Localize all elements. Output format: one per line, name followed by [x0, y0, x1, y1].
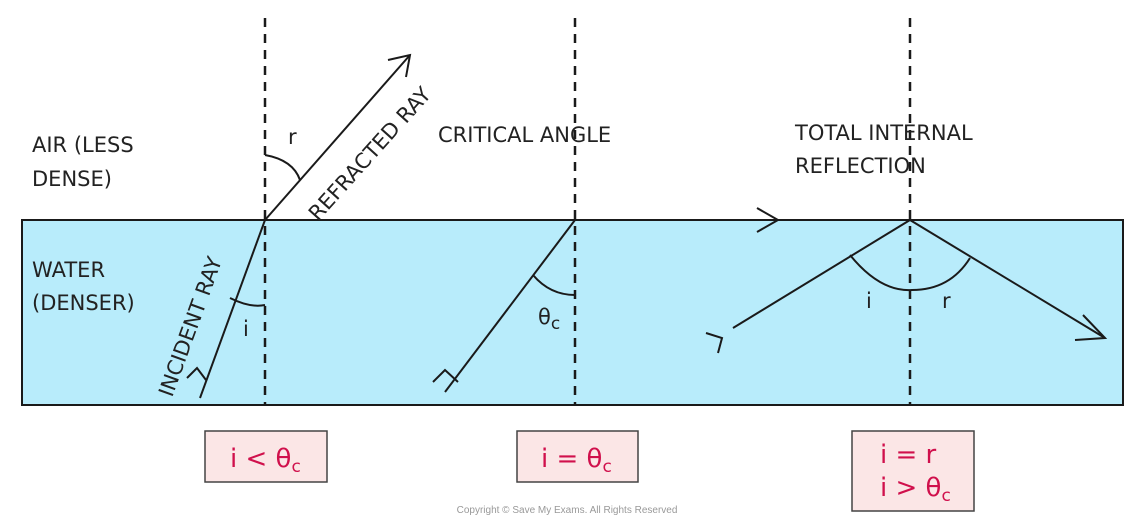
water-label-line2: (DENSER)	[32, 291, 135, 315]
critical-incident-ray	[444, 219, 576, 393]
tir-reflected-ray	[909, 219, 1106, 339]
theta-c-label: θc	[538, 305, 560, 334]
critical-angle-arc	[532, 274, 576, 296]
condition-box-refraction	[204, 430, 328, 483]
air-label-line2: DENSE)	[32, 167, 112, 191]
condition-refraction-sub: c	[291, 457, 300, 477]
tir-incident-ray	[732, 219, 911, 329]
critical-angle-label: CRITICAL ANGLE	[438, 123, 611, 147]
angle-r-label: r	[288, 125, 297, 149]
condition-tir-line2: i > θc	[880, 473, 951, 506]
condition-refraction-main: i < θ	[230, 444, 291, 474]
angle-r-arc	[264, 154, 301, 181]
air-label-line1: AIR (LESS	[32, 133, 134, 157]
angle-i-label: i	[243, 317, 249, 341]
incident-ray	[199, 219, 266, 399]
theta-symbol: θ	[538, 305, 551, 329]
tir-angle-r-label: r	[942, 289, 951, 313]
condition-critical: i = θc	[541, 444, 612, 477]
tir-label-line1: TOTAL INTERNAL	[794, 121, 973, 145]
condition-tir-line1: i = r	[880, 440, 937, 470]
refracted-ray-arrowhead	[387, 53, 412, 78]
critical-ray-arrow	[432, 368, 459, 383]
condition-critical-sub: c	[602, 457, 611, 477]
condition-refraction: i < θc	[230, 444, 301, 477]
surface-ray-arrowhead	[756, 207, 781, 233]
water-label-line1: WATER	[32, 258, 105, 282]
condition-critical-main: i = θ	[541, 444, 602, 474]
condition-box-critical	[516, 430, 639, 483]
condition-tir-line2-sub: c	[941, 486, 950, 506]
angle-i-arc	[229, 297, 266, 307]
theta-subscript: c	[551, 314, 560, 334]
refracted-ray	[264, 54, 411, 221]
tir-angle-arc	[849, 254, 971, 292]
tir-incident-arrow	[705, 332, 724, 354]
copyright-notice: Copyright © Save My Exams. All Rights Re…	[457, 505, 678, 516]
tir-angle-i-label: i	[866, 289, 872, 313]
tir-reflected-arrowhead	[1074, 314, 1108, 341]
water-block	[21, 219, 1124, 406]
condition-box-tir	[851, 430, 975, 512]
condition-tir-line2-main: i > θ	[880, 473, 941, 503]
incident-ray-arrow	[186, 366, 207, 381]
tir-label-line2: REFLECTION	[795, 154, 926, 178]
